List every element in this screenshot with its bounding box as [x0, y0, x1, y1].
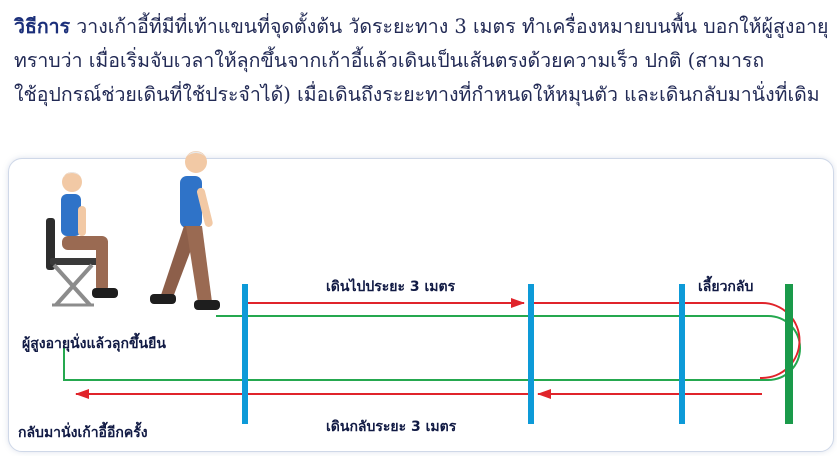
- walking-person-icon: [150, 151, 220, 310]
- instructions-line-2: ทราบว่า เมื่อเริ่มจับเวลาให้ลุกขึ้นจากเก…: [14, 49, 765, 72]
- instructions-line-1: วางเก้าอี้ที่มีที่เท้าแขนที่จุดตั้งต้น ว…: [70, 15, 829, 38]
- label-sit-stand: ผู้สูงอายุนั่งแล้วลุกขึ้นยืน: [22, 336, 166, 352]
- instructions-lead: วิธีการ: [14, 15, 71, 38]
- label-sit-again: กลับมานั่งเก้าอี้อีกครั้ง: [18, 425, 148, 441]
- diagram-panel: [8, 158, 834, 452]
- middle-marker: [528, 284, 534, 424]
- walking-path: [63, 315, 801, 381]
- distance-markers: [242, 284, 793, 424]
- label-turn-back: เลี้ยวกลับ: [698, 279, 754, 295]
- seated-person-icon: [46, 172, 118, 307]
- instructions-paragraph: วิธีการ วางเก้าอี้ที่มีที่เท้าแขนที่จุดต…: [14, 10, 829, 112]
- label-walk-out: เดินไปประยะ 3 เมตร: [326, 279, 456, 295]
- instructions-line-3: ใช้อุปกรณ์ช่วยเดินที่ใช้ประจำได้) เมื่อเ…: [14, 83, 820, 106]
- turn-marker: [679, 284, 685, 424]
- label-walk-back: เดินกลับระยะ 3 เมตร: [326, 419, 457, 435]
- direction-arrows: [75, 298, 801, 399]
- start-marker: [242, 284, 248, 424]
- finish-marker: [785, 284, 793, 424]
- arrow-turn: [682, 302, 801, 379]
